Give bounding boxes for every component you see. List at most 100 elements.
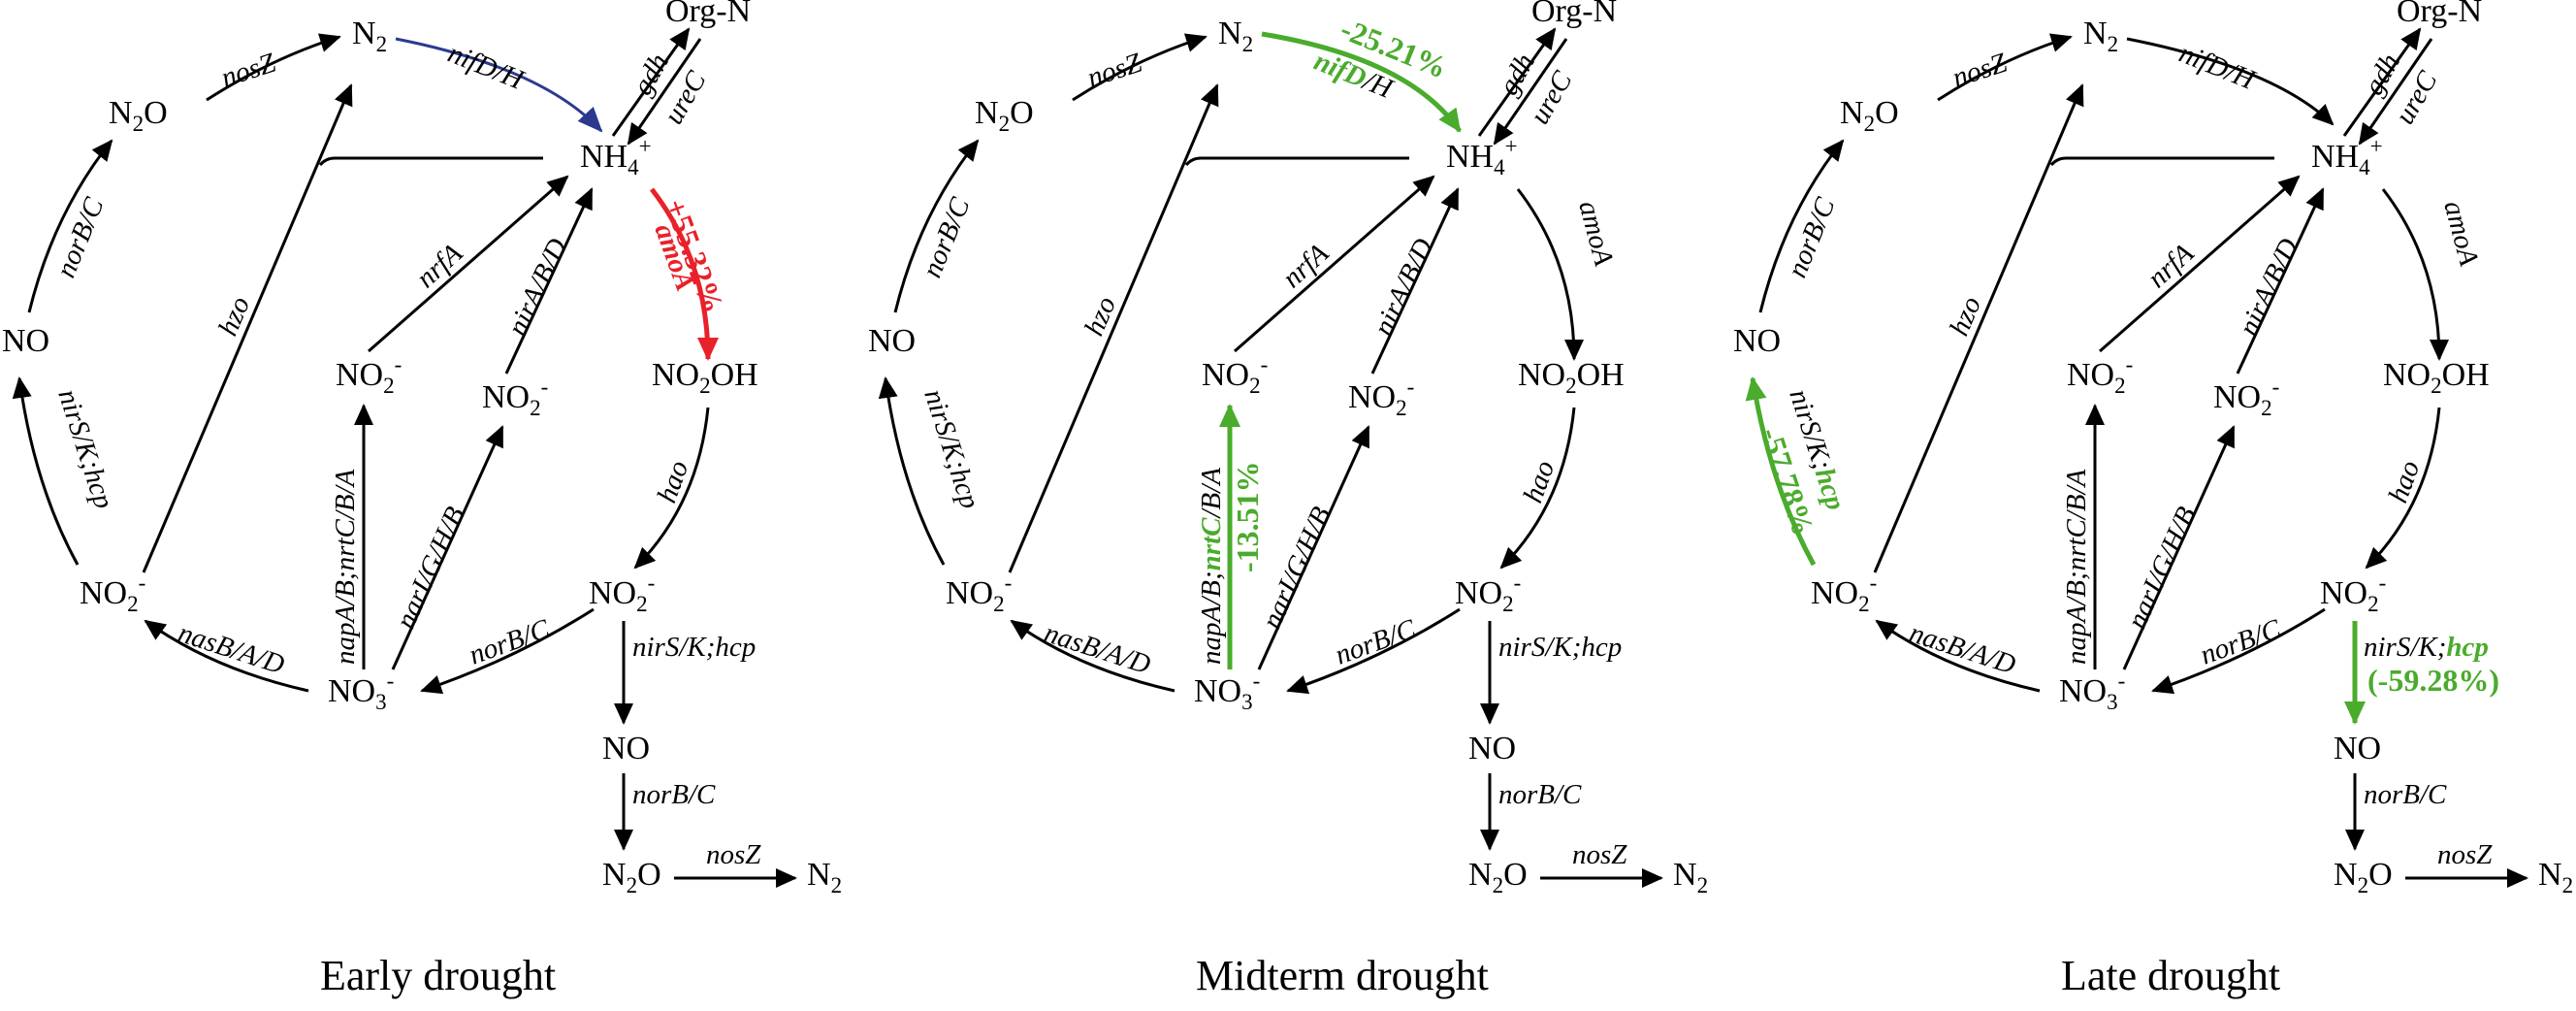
- arrow-amoa: [2381, 188, 2449, 361]
- label-napab: napA/B;nrtC/B/A: [1196, 468, 1227, 665]
- label-norbc-mid: norB/C: [1331, 613, 1420, 671]
- node-nh4: NH4+: [1446, 134, 1518, 179]
- node-n2o-left: N2O: [1840, 95, 1899, 136]
- arrow-hao: [1499, 407, 1576, 570]
- arrow-nosz: [1072, 33, 1208, 102]
- label-norbc-left: norB/C: [917, 193, 977, 282]
- node-no2-right: NO2-: [2320, 571, 2386, 616]
- panel-title: Midterm drought: [1196, 952, 1489, 999]
- node-no2-left: NO2-: [1811, 571, 1877, 616]
- node-org-n: Org-N: [2397, 0, 2482, 29]
- arrow-nirskhcp-left: [1745, 376, 1817, 567]
- node-org-n: Org-N: [1531, 0, 1617, 29]
- label-nari: narI/G/H/B: [390, 502, 471, 633]
- panel-early-drought: N2 Org-N NH4+ N2O NO NO2- NO2- NO2- NO3-…: [2, 0, 842, 999]
- label-nosz: nosZ: [1083, 48, 1145, 94]
- node-no-left: NO: [1733, 323, 1781, 359]
- label-nrfa: nrfA: [2141, 238, 2200, 294]
- label-nrfa: nrfA: [410, 238, 468, 294]
- node-n2o-bottom: N2O: [602, 857, 661, 897]
- label-hzo: hzo: [1079, 292, 1122, 341]
- node-n2-top: N2: [352, 16, 387, 56]
- arrow-nrfa: [1234, 175, 1435, 353]
- label-nasbad: nasB/A/D: [175, 617, 288, 680]
- arrow-amoa: [650, 187, 719, 361]
- label-nasbad: nasB/A/D: [1041, 617, 1154, 680]
- node-n2-bottom: N2: [1673, 857, 1708, 897]
- label-nifdh: nifD/H: [443, 38, 530, 97]
- label-nosz: nosZ: [217, 48, 279, 94]
- label-nosz: nosZ: [1948, 48, 2011, 94]
- arrow-gdh: [2342, 27, 2422, 137]
- label-hao: hao: [652, 457, 695, 507]
- node-no2-mid2: NO2-: [1348, 375, 1414, 420]
- label-hzo: hzo: [1944, 292, 1987, 341]
- node-no-left: NO: [868, 323, 916, 359]
- pct-nirskhcp-right: (-59.28%): [2367, 663, 2499, 698]
- label-nasbad: nasB/A/D: [1906, 617, 2019, 680]
- arrow-urec: [627, 38, 702, 146]
- label-napab: napA/B;nrtC/B/A: [2061, 469, 2092, 665]
- arrow-nrfa: [2099, 175, 2301, 353]
- node-n2-top: N2: [1218, 16, 1253, 56]
- arrow-amoa: [1516, 188, 1584, 361]
- arrow-nifdh: [395, 37, 603, 133]
- arrow-norbc-mid: [420, 607, 595, 695]
- node-no-bottom: NO: [1468, 731, 1516, 766]
- label-hao: hao: [2383, 457, 2427, 507]
- node-no2-left: NO2-: [80, 571, 145, 616]
- arrow-nirskhcp-left: [12, 376, 80, 566]
- node-no2-mid2: NO2-: [2213, 375, 2279, 420]
- node-no2oh: NO2OH: [1518, 357, 1625, 398]
- arrow-nosz: [206, 33, 341, 102]
- arrow-hao: [2365, 407, 2441, 570]
- panel-title: Late drought: [2061, 952, 2280, 999]
- line-hzo-nh4: [1184, 156, 1409, 167]
- label-nirabd: nirA/B/D: [2233, 234, 2304, 341]
- node-no-bottom: NO: [2334, 731, 2381, 766]
- node-n2o-bottom: N2O: [1468, 857, 1528, 897]
- node-no3: NO3-: [328, 669, 394, 714]
- node-no2-right: NO2-: [1455, 571, 1521, 616]
- label-norbc-mid: norB/C: [2196, 613, 2285, 671]
- arrow-norbc-mid: [1286, 607, 1461, 695]
- label-nirskhcp-right: nirS/K;hcp: [632, 632, 756, 663]
- line-hzo-nh4: [2049, 156, 2274, 167]
- node-n2o-bottom: N2O: [2334, 857, 2393, 897]
- line-hzo-nh4: [318, 156, 543, 167]
- node-org-n: Org-N: [665, 0, 751, 29]
- label-nirskhcp-left: nirS/K;hcp: [918, 385, 985, 512]
- panel-midterm-drought: N2 Org-N NH4+ N2O NO NO2- NO2- NO2- NO3-…: [868, 0, 1708, 999]
- label-nosz-bottom: nosZ: [706, 839, 761, 870]
- arrow-nasbad: [1010, 619, 1175, 693]
- node-no-bottom: NO: [602, 731, 650, 766]
- label-nari: narI/G/H/B: [2121, 502, 2203, 633]
- label-norbc-left: norB/C: [1782, 193, 1842, 282]
- node-no3: NO3-: [2059, 669, 2125, 714]
- arrow-nasbad: [144, 619, 309, 693]
- arrow-gdh: [1477, 27, 1557, 137]
- label-nosz-bottom: nosZ: [2437, 839, 2493, 870]
- node-no-left: NO: [2, 323, 49, 359]
- label-hzo: hzo: [212, 292, 256, 341]
- arrow-nrfa: [368, 175, 569, 353]
- arrow-hzo: [1873, 83, 2084, 573]
- arrow-hao: [633, 407, 710, 570]
- arrow-nirabd: [2236, 187, 2325, 375]
- node-n2-top: N2: [2083, 16, 2118, 56]
- node-no3: NO3-: [1194, 669, 1260, 714]
- node-no2oh: NO2OH: [652, 357, 758, 398]
- label-nosz-bottom: nosZ: [1572, 839, 1627, 870]
- arrow-nosz: [1937, 33, 2073, 102]
- arrow-nifdh: [1261, 31, 1463, 133]
- label-norbc-left: norB/C: [50, 193, 111, 282]
- node-no2-mid: NO2-: [336, 352, 402, 398]
- panel-title: Early drought: [320, 952, 556, 999]
- arrow-hzo: [142, 83, 353, 573]
- node-no2oh: NO2OH: [2383, 357, 2490, 398]
- label-norbc-bottom: norB/C: [1498, 779, 1582, 810]
- node-no2-mid: NO2-: [1202, 352, 1268, 398]
- label-nirskhcp-right: nirS/K;hcp: [1498, 632, 1622, 663]
- arrow-hzo: [1008, 83, 1219, 573]
